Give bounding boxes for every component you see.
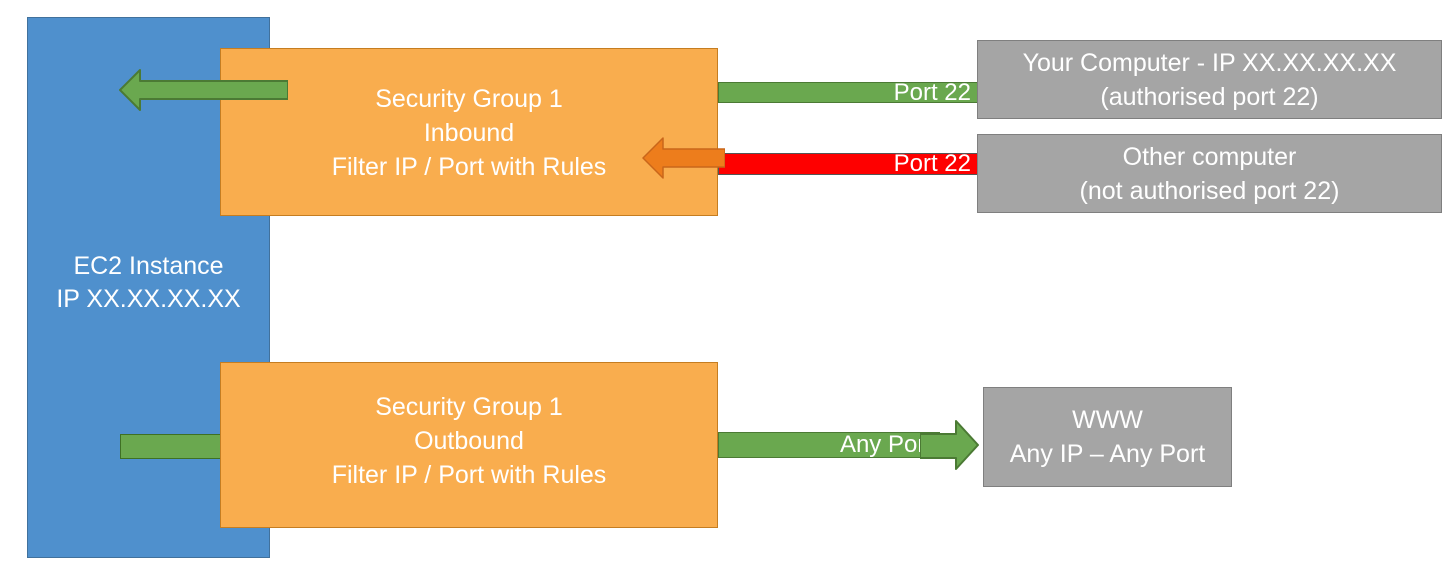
other-computer-subtitle: (not authorised port 22) bbox=[1079, 176, 1340, 205]
allowed-outbound-port-label: Any Port bbox=[839, 431, 932, 458]
allowed-inbound-port-label: Port 22 bbox=[893, 78, 971, 106]
allowed-outbound-connection-bar: Any Port bbox=[718, 432, 940, 458]
security-group-outbound-box bbox=[220, 362, 718, 528]
endpoint-your-computer: Your Computer - IP XX.XX.XX.XX (authoris… bbox=[977, 40, 1442, 119]
ec2-instance-ip: IP XX.XX.XX.XX bbox=[56, 285, 241, 313]
endpoint-www: WWW Any IP – Any Port bbox=[983, 387, 1232, 487]
other-computer-title: Other computer bbox=[1122, 142, 1297, 171]
your-computer-subtitle: (authorised port 22) bbox=[1100, 82, 1319, 111]
ec2-instance-label-group: EC2 Instance IP XX.XX.XX.XX bbox=[27, 250, 270, 316]
your-computer-title: Your Computer - IP XX.XX.XX.XX bbox=[1022, 48, 1397, 77]
www-title: WWW bbox=[1072, 406, 1143, 434]
allowed-inbound-arrow-icon bbox=[119, 69, 288, 111]
blocked-inbound-connection-bar: Port 22 bbox=[718, 150, 980, 177]
endpoint-other-computer: Other computer (not authorised port 22) bbox=[977, 134, 1442, 213]
security-group-inbound-box bbox=[220, 48, 718, 216]
www-subtitle: Any IP – Any Port bbox=[1009, 440, 1206, 468]
blocked-inbound-arrow-icon bbox=[642, 137, 725, 179]
ec2-instance-name: EC2 Instance bbox=[73, 252, 224, 280]
blocked-inbound-port-label: Port 22 bbox=[893, 150, 971, 177]
allowed-inbound-connection-bar: Port 22 bbox=[718, 78, 980, 106]
allowed-outbound-arrow-icon bbox=[920, 420, 979, 470]
